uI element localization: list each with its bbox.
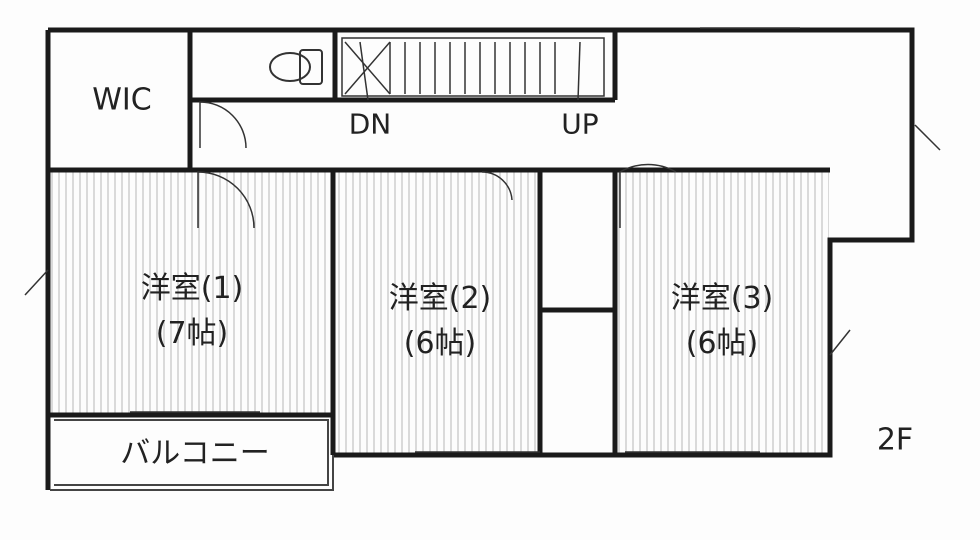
stairs-down-label: DN [348, 107, 392, 141]
balcony-label: バルコニー [120, 436, 270, 471]
walls [45, 27, 915, 490]
door-swings [197, 101, 677, 229]
windows [24, 27, 941, 453]
room2-name: 洋室(2) [388, 281, 492, 316]
room3-size: (6帖) [685, 326, 759, 361]
stairs-up-label: UP [561, 107, 599, 141]
balcony-rail [50, 419, 334, 491]
room1-size: (7帖) [155, 316, 229, 351]
floor-label: 2F [876, 422, 914, 458]
stairs-icon [341, 37, 605, 101]
toilet-icon [269, 49, 323, 85]
wic-label: WIC [92, 82, 152, 118]
room3-floor [617, 172, 829, 454]
room1-name: 洋室(1) [140, 271, 244, 306]
room2-size: (6帖) [403, 326, 477, 361]
room1-floor [50, 172, 332, 414]
room3-name: 洋室(3) [670, 281, 774, 316]
room2-floor [335, 172, 539, 454]
